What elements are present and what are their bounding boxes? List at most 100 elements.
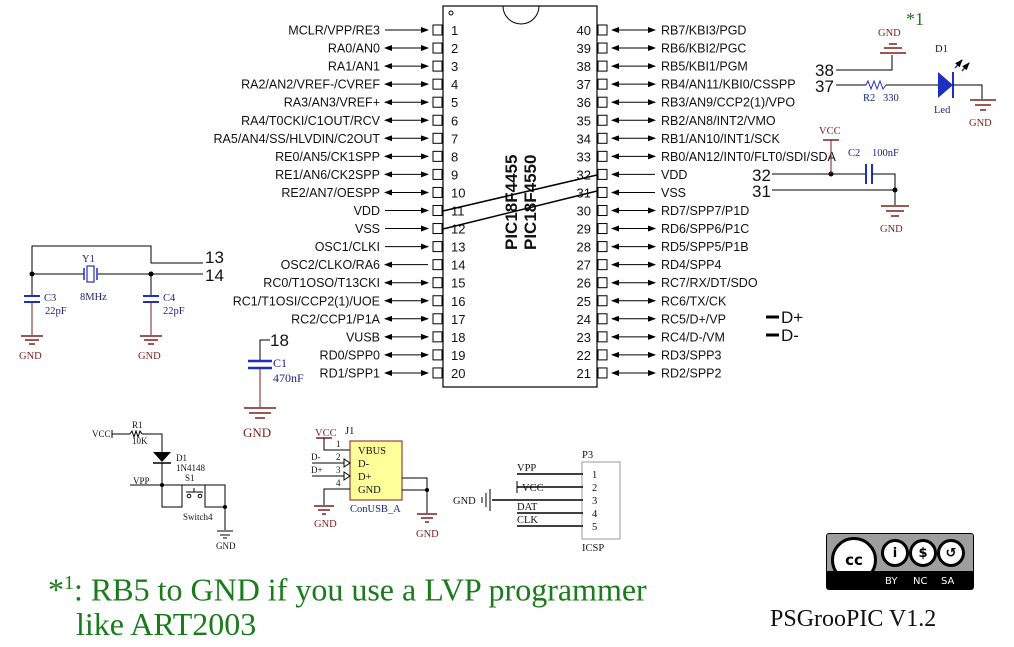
usb-vcc-label: VCC (315, 428, 337, 439)
d1-value: 1N4148 (176, 463, 205, 473)
pin-number: 16 (451, 294, 465, 309)
sa-icon: ↺ (937, 539, 965, 567)
c1-value: 470nF (273, 371, 304, 385)
pin-29: 29 RD6/SPP6/P1C (577, 222, 750, 237)
pin-label: MCLR/VPP/RE3 (288, 24, 380, 38)
pin-number: 40 (577, 23, 591, 38)
pin-number: 27 (577, 258, 591, 273)
pin-label: RC5/D+/VP (661, 312, 726, 326)
pin-21: 21 RD2/SPP2 (577, 366, 722, 381)
icsp-net-gnd: GND (453, 496, 476, 507)
reset-vcc-label: VCC (92, 429, 111, 439)
usb-connector: VCC J1 VBUS D- D+ GND 1 2 3 4 D- D+ GND … (311, 426, 439, 540)
vcc-label: VCC (819, 126, 841, 137)
pin-number: 7 (451, 131, 458, 146)
pin-label: RA5/AN4/SS/HLVDIN/C2OUT (214, 132, 381, 146)
net-dminus: D- (781, 326, 799, 345)
pin-label: OSC2/CLKO/RA6 (281, 258, 380, 272)
pin-2: 2 RA0/AN0 (328, 41, 458, 56)
usb-body (349, 440, 403, 501)
pin-label: RD2/SPP2 (661, 366, 721, 380)
pin-number: 9 (451, 167, 458, 182)
pin-number: 35 (577, 113, 591, 128)
pin-number: 30 (577, 204, 591, 219)
gnd-label: GND (19, 351, 42, 362)
pin-label: RB4/AN11/KBI0/CSSPP (661, 78, 796, 92)
icsp-net-clk: CLK (517, 515, 538, 526)
svg-text:3: 3 (592, 496, 597, 507)
pin-label: RD6/SPP6/P1C (661, 222, 749, 236)
y1-value: 8MHz (80, 292, 107, 303)
pin-31: 31 VSS (577, 185, 686, 200)
reset-gnd-label: GND (216, 541, 236, 551)
pin-label: RB0/AN12/INT0/FLT0/SDI/SDA (661, 150, 836, 164)
pin-number: 5 (451, 95, 458, 110)
gnd-label: GND (314, 519, 337, 530)
pin-label: RB7/KBI3/PGD (661, 24, 746, 38)
pin-number: 6 (451, 113, 458, 128)
pin-number: 8 (451, 149, 458, 164)
pin-7: 7 RA5/AN4/SS/HLVDIN/C2OUT (214, 131, 459, 146)
pin-label: RD3/SPP3 (661, 348, 721, 362)
pin-label: RC4/D-/VM (661, 330, 725, 344)
usb-ref: J1 (345, 426, 354, 437)
pin-number: 2 (451, 41, 458, 56)
s1-ref: S1 (185, 473, 195, 483)
footnote-sup: 1 (64, 572, 74, 594)
pin-label: RC0/T1OSO/T13CKI (263, 276, 380, 290)
pin-label: RA0/AN0 (328, 42, 380, 56)
pin-label: RB2/AN8/INT2/VMO (661, 114, 776, 128)
pin-label: OSC1/CLKI (315, 240, 380, 254)
led-circuit: 38 37 GND *1 R2 330 D1 Led GND (815, 9, 996, 129)
pin-label: RC2/CCP1/P1A (291, 312, 381, 326)
gnd-label: GND (243, 425, 271, 440)
pin-label: RE2/AN7/OESPP (281, 186, 380, 200)
y1-ref: Y1 (82, 254, 95, 265)
chip-notch (502, 5, 540, 25)
cc-license-badge[interactable]: cc i $ ↺ BY NC SA (826, 533, 974, 590)
pin-label: RA4/T0CKI/C1OUT/RCV (241, 114, 381, 128)
pin-label: VSS (661, 186, 686, 200)
pin1-dot (448, 10, 454, 16)
pin-number: 15 (451, 276, 465, 291)
diode-d1 (153, 452, 171, 462)
c2-value: 100nF (872, 148, 899, 159)
footnote-line2: like ART2003 (76, 605, 257, 642)
pin-number: 32 (577, 167, 591, 182)
oscillator-circuit: 13 14 Y1 8MHz C3 22pF GND C4 22pF (19, 245, 224, 362)
pin-number: 31 (577, 185, 591, 200)
usb-net-dminus: D- (311, 452, 321, 462)
nc-label: NC (913, 576, 928, 587)
pin-number: 29 (577, 222, 591, 237)
vss-wire (442, 190, 598, 230)
pin-number: 14 (451, 258, 465, 273)
mcu-chip: PIC18F4455 PIC18F4550 (442, 5, 598, 388)
chip-body (442, 5, 598, 388)
pin-number: 21 (577, 366, 591, 381)
pin-33: 33 RB0/AN12/INT0/FLT0/SDI/SDA (577, 149, 837, 164)
chip-name-2: PIC18F4550 (521, 155, 540, 250)
gnd-label: GND (969, 118, 992, 129)
net-14: 14 (205, 266, 224, 285)
pin-number: 33 (577, 149, 591, 164)
gnd-label: GND (416, 529, 439, 540)
svg-text:1: 1 (592, 470, 597, 481)
r1-value: 10K (132, 436, 148, 446)
r2-value: 330 (883, 93, 899, 104)
footnote-marker: * (48, 571, 64, 608)
